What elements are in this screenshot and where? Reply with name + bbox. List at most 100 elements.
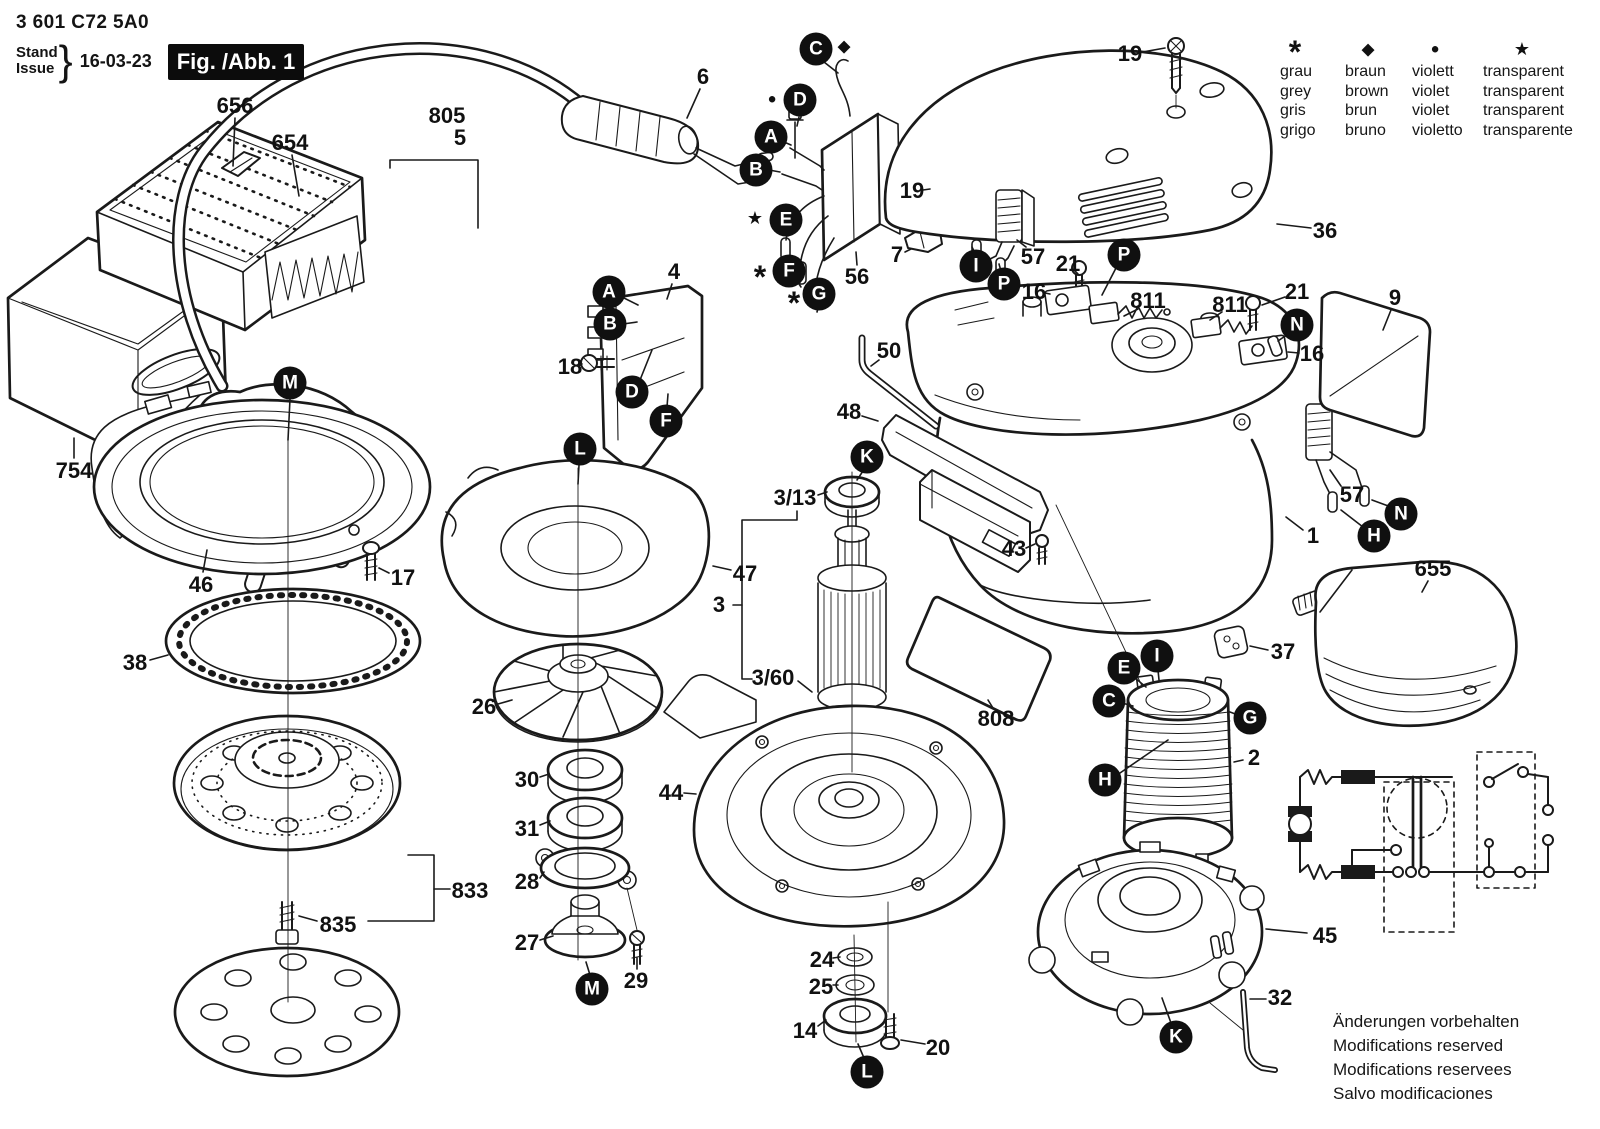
wire-lug-h (1327, 491, 1338, 513)
part-number-callout-3/13: 3/13 (773, 485, 817, 510)
assembly-letter-callout-N: N (1384, 497, 1418, 531)
assembly-letter-callout-B: B (593, 307, 627, 341)
assembly-letter-callout-M: M (273, 366, 307, 400)
assembly-letter-callout-C: C (799, 32, 833, 66)
part-number-callout-805: 805 (428, 103, 466, 128)
leader-line (900, 1039, 926, 1045)
part-number-callout-2: 2 (1247, 745, 1261, 770)
assembly-letter-callout-B: B (739, 153, 773, 187)
part-brush-holder-right (1190, 295, 1288, 366)
assembly-letter-callout-E: E (769, 203, 803, 237)
leader-line (202, 549, 208, 573)
part-ring-38 (164, 587, 422, 695)
part-screw-20 (880, 1013, 900, 1050)
legend-column-transparent: transparent transparent transparent tran… (1483, 63, 1573, 139)
leader-line (577, 464, 580, 485)
leader-line (291, 154, 300, 197)
leader-line (1276, 223, 1312, 229)
legend-column-brown: braun brown brun bruno (1345, 63, 1389, 139)
part-number-callout-57: 57 (1020, 244, 1046, 269)
part-clip-656 (221, 151, 261, 177)
leader-line (287, 398, 291, 441)
part-brush-holder-left (1044, 260, 1171, 325)
leader-line (378, 567, 390, 574)
part-screw-18 (580, 354, 615, 372)
part-number-callout-44: 44 (658, 780, 684, 805)
part-number-callout-18: 18 (557, 354, 583, 379)
legend-column-violet: violett violet violet violetto (1412, 63, 1463, 139)
part-number-callout-3/60: 3/60 (751, 665, 795, 690)
assembly-letter-callout-H: H (1357, 519, 1391, 553)
part-number-callout-37: 37 (1270, 639, 1296, 664)
leader-line (539, 820, 551, 826)
leader-line (1025, 543, 1036, 549)
part-number-callout-656: 656 (216, 93, 254, 118)
leader-line (1261, 296, 1286, 306)
assembly-letter-callout-L: L (850, 1055, 884, 1089)
assembly-letter-callout-E: E (1107, 651, 1141, 685)
part-number-callout-833: 833 (451, 878, 489, 903)
color-symbol-marker: ◆ (837, 36, 851, 56)
leader-line (621, 296, 639, 306)
part-number-callout-26: 26 (471, 694, 497, 719)
assembly-letter-callout-I: I (959, 249, 993, 283)
leader-line (861, 415, 879, 422)
part-number-callout-32: 32 (1267, 985, 1293, 1010)
part-number-callout-14: 14 (792, 1018, 818, 1043)
part-bearing-30 (546, 748, 624, 804)
part-number-callout-19: 19 (899, 178, 925, 203)
part-dust-container-655 (1292, 560, 1518, 728)
leader-line (497, 699, 513, 705)
part-number-callout-655: 655 (1414, 556, 1452, 581)
assembly-letter-callout-F: F (772, 254, 806, 288)
part-brake-plate-45 (1028, 841, 1278, 1073)
assembly-letter-callout-K: K (850, 440, 884, 474)
leader-line (539, 773, 550, 778)
assembly-letter-callout-D: D (615, 375, 649, 409)
brace-glyph: } (58, 37, 73, 84)
leader-line (832, 956, 841, 959)
part-wiring-schematic (1288, 751, 1554, 933)
assembly-letter-callout-F: F (649, 404, 683, 438)
legend-symbol-star: ★ (1513, 39, 1531, 59)
leader-line (1249, 645, 1269, 651)
part-number-callout-3: 3 (712, 592, 726, 617)
part-number-callout-46: 46 (188, 572, 214, 597)
leader-line (1161, 997, 1172, 1024)
assembly-letter-callout-N: N (1280, 308, 1314, 342)
part-number-callout-30: 30 (514, 767, 540, 792)
part-number-callout-48: 48 (836, 399, 862, 424)
part-number-callout-24: 24 (809, 947, 835, 972)
leader-line (1285, 516, 1304, 531)
part-microfilter-box-654 (95, 120, 367, 332)
leader-line (904, 248, 912, 253)
part-number-callout-36: 36 (1312, 218, 1338, 243)
part-screw-43 (1035, 534, 1049, 565)
figure-badge: Fig. /Abb. 1 (168, 44, 304, 80)
leader-line (232, 117, 236, 167)
part-number-callout-29: 29 (623, 968, 649, 993)
leader-line (1119, 739, 1169, 774)
leader-line (796, 116, 800, 127)
leader-line (578, 363, 583, 367)
part-number-callout-811: 811 (1212, 292, 1248, 317)
leader-line (539, 871, 545, 879)
part-clip-32 (1240, 989, 1278, 1073)
color-symbol-marker: ★ (746, 208, 764, 228)
part-number-callout-47: 47 (732, 561, 758, 586)
leader-line (1329, 469, 1342, 487)
part-number-callout-25: 25 (808, 974, 834, 999)
assembly-letter-callout-P: P (1107, 238, 1141, 272)
leader-line (1209, 311, 1223, 321)
leader-line (686, 88, 701, 119)
part-number-callout-43: 43 (1001, 536, 1027, 561)
leader-line (1074, 270, 1079, 275)
legend-column-grey: grau grey gris grigo (1280, 63, 1316, 139)
leader-line (817, 1019, 827, 1027)
part-paddle-48 (881, 414, 1049, 535)
color-symbol-marker: * (787, 285, 801, 321)
assembly-letter-callout-D: D (783, 83, 817, 117)
assembly-letter-callout-A: A (592, 275, 626, 309)
part-screw-17 (362, 541, 380, 581)
